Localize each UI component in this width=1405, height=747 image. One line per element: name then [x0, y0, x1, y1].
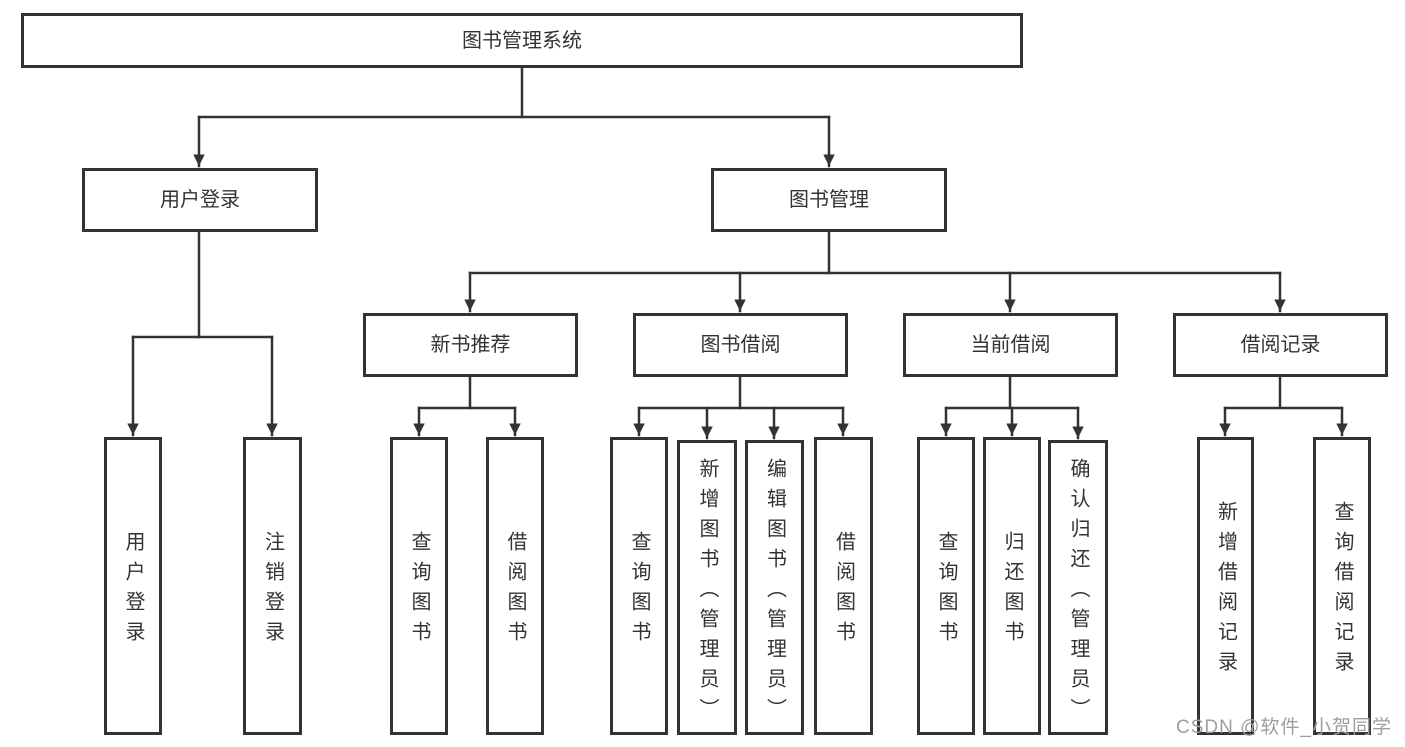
node-user-login: 用户登录 [82, 168, 318, 232]
node-leaf-add-borrow-record: 新增借阅记录 [1197, 437, 1254, 735]
csdn-watermark: CSDN @软件_小贺同学 [1176, 717, 1392, 738]
node-current-borrowing: 当前借阅 [903, 313, 1118, 377]
node-leaf-query-books-1: 查询图书 [390, 437, 448, 735]
node-new-book-recommendation: 新书推荐 [363, 313, 578, 377]
node-leaf-query-books-3: 查询图书 [917, 437, 975, 735]
node-library-management-system: 图书管理系统 [21, 13, 1023, 68]
node-borrowing-records: 借阅记录 [1173, 313, 1388, 377]
node-leaf-user-login: 用户登录 [104, 437, 162, 735]
node-leaf-logout: 注销登录 [243, 437, 302, 735]
node-leaf-query-books-2: 查询图书 [610, 437, 668, 735]
node-book-borrowing: 图书借阅 [633, 313, 848, 377]
node-leaf-return-books: 归还图书 [983, 437, 1041, 735]
node-leaf-borrow-books-2: 借阅图书 [814, 437, 873, 735]
node-book-management: 图书管理 [711, 168, 947, 232]
node-leaf-edit-books-admin: 编辑图书（管理员） [745, 440, 804, 735]
node-leaf-borrow-books-1: 借阅图书 [486, 437, 544, 735]
node-leaf-add-books-admin: 新增图书（管理员） [677, 440, 737, 735]
node-leaf-confirm-return-admin: 确认归还（管理员） [1048, 440, 1108, 735]
node-leaf-query-borrow-record: 查询借阅记录 [1313, 437, 1371, 735]
